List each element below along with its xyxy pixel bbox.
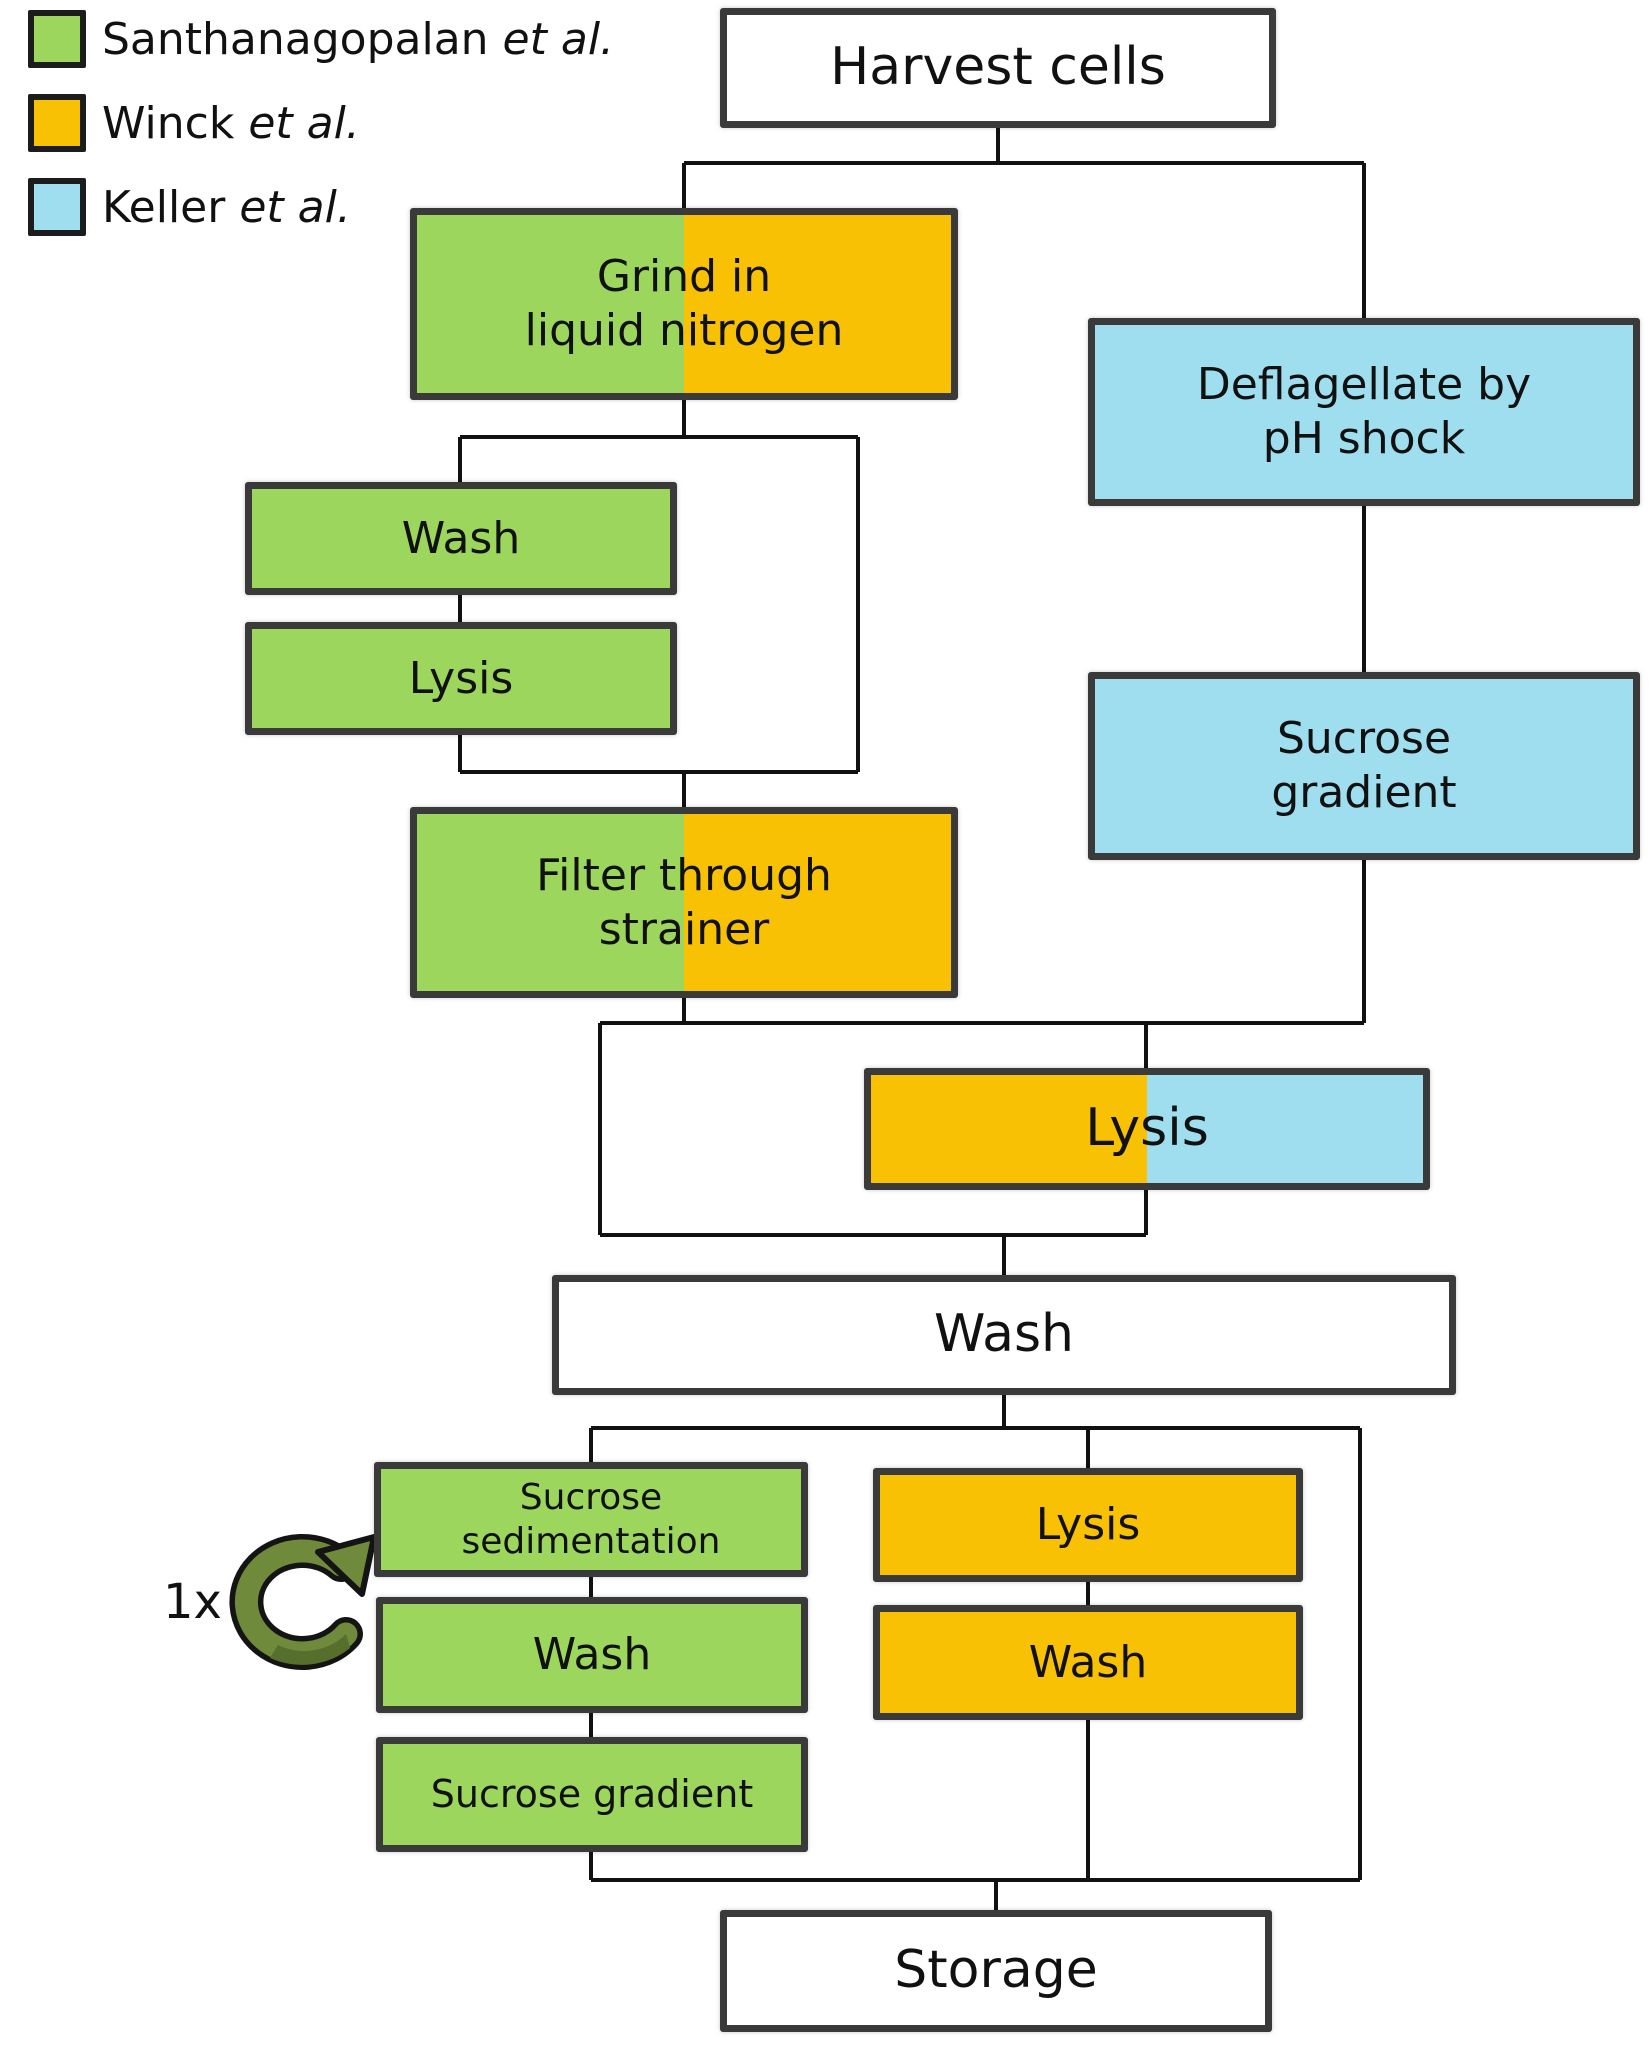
step-sucrose-gradient-green: Sucrose gradient (376, 1737, 808, 1852)
step-wash-orange: Wash (873, 1605, 1303, 1720)
step-wash-green-2: Wash (376, 1597, 808, 1713)
step-sucrose-gradient-blue: Sucrose gradient (1088, 672, 1640, 860)
step-wash-shared: Wash (552, 1275, 1456, 1395)
legend-swatch-orange (28, 94, 86, 152)
legend-item-keller: Keller et al. (28, 178, 351, 236)
repeat-count-label: 1x (163, 1574, 222, 1630)
step-lysis-orange: Lysis (873, 1468, 1303, 1582)
step-filter-through-strainer: Filter through strainer (410, 807, 958, 998)
legend-swatch-green (28, 10, 86, 68)
step-lysis-orange-blue: Lysis (864, 1068, 1430, 1190)
step-grind-liquid-nitrogen: Grind in liquid nitrogen (410, 208, 958, 400)
step-sucrose-sedimentation: Sucrose sedimentation (374, 1462, 808, 1577)
legend-label: Winck et al. (102, 97, 360, 149)
step-storage: Storage (720, 1910, 1272, 2032)
step-lysis-green: Lysis (245, 622, 677, 735)
legend-item-winck: Winck et al. (28, 94, 360, 152)
legend-label: Santhanagopalan et al. (102, 13, 615, 65)
repeat-arrow-icon (229, 1533, 377, 1670)
step-wash-green-1: Wash (245, 482, 677, 595)
step-deflagellate-ph-shock: Deflagellate by pH shock (1088, 318, 1640, 506)
step-harvest-cells: Harvest cells (720, 8, 1276, 128)
legend-label: Keller et al. (102, 181, 351, 233)
legend-swatch-blue (28, 178, 86, 236)
legend-item-santhanagopalan: Santhanagopalan et al. (28, 10, 614, 68)
